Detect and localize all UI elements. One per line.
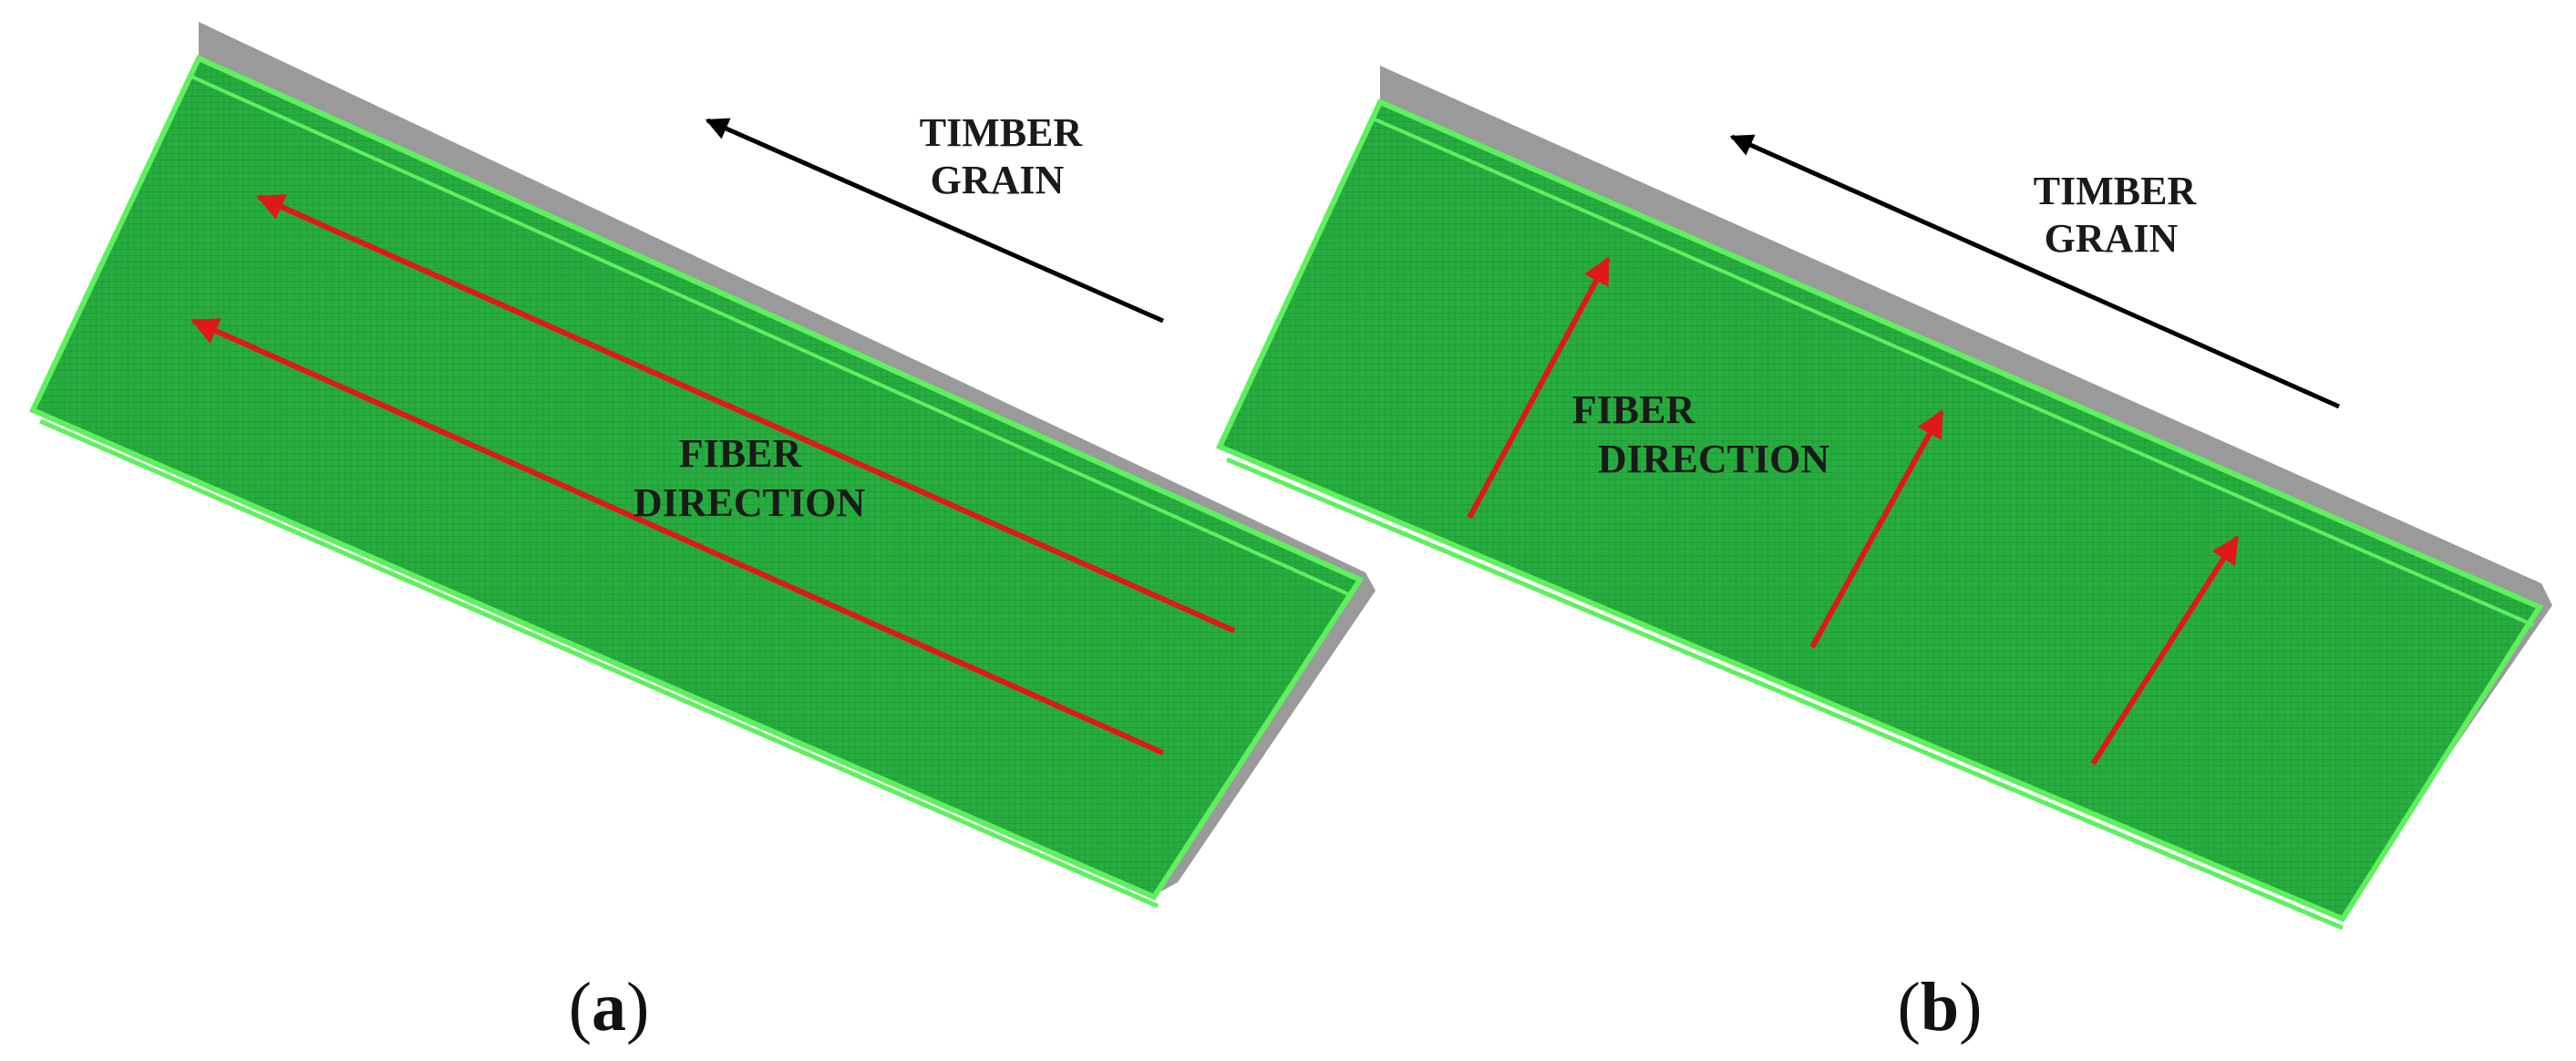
panel-b-timber-label-2: GRAIN <box>2045 216 2179 261</box>
panel-a-top-face <box>28 55 1365 901</box>
panel-b-caption-letter: b <box>1921 969 1959 1046</box>
panel-b-fiber-label-1: FIBER <box>1572 387 1696 432</box>
panel-b-fiber-arrow-3 <box>2090 535 2240 766</box>
panel-a-caption-letter: a <box>592 969 626 1046</box>
panel-a-fiber-label-1: FIBER <box>679 431 803 476</box>
svg-text:(a): (a) <box>569 969 650 1046</box>
panel-b-fiber-arrow-2 <box>1809 409 1944 649</box>
panel-a-bottom-edge <box>39 418 1159 909</box>
panel-b-bottom-edge <box>1226 457 2344 931</box>
panel-a-timber-label-1: TIMBER <box>920 110 1084 155</box>
panel-a-fiber-arrow-1 <box>256 194 1236 634</box>
panel-a-timber-label-2: GRAIN <box>931 158 1065 202</box>
panel-a-caption: (a) <box>569 969 650 1046</box>
panel-a-caption-open: ( <box>569 969 592 1046</box>
panel-b-caption-close: ) <box>1959 969 1982 1046</box>
panel-b-caption-open: ( <box>1898 969 1921 1046</box>
panel-a-caption-close: ) <box>626 969 649 1046</box>
panel-a-grain-arrow <box>705 118 1165 324</box>
panel-a-fiber-arrow-2 <box>191 318 1165 756</box>
panel-b-edge-line <box>1372 117 2535 627</box>
panel-b-fiber-arrow-1 <box>1467 256 1611 520</box>
panel-a: TIMBER GRAIN FIBER DIRECTION (a) <box>28 22 1376 1046</box>
panel-b-grain-arrow <box>1729 134 2341 409</box>
svg-text:(b): (b) <box>1898 969 1983 1046</box>
panel-b: TIMBER GRAIN FIBER DIRECTION (b) <box>1215 66 2552 1046</box>
panel-b-caption: (b) <box>1898 969 1983 1046</box>
panel-a-fiber-label-2: DIRECTION <box>634 480 865 525</box>
panel-b-fiber-label-2: DIRECTION <box>1598 437 1829 481</box>
panel-a-edge-line <box>191 75 1354 598</box>
panel-b-timber-label-1: TIMBER <box>2034 169 2198 213</box>
panel-b-top-face <box>1215 98 2544 922</box>
